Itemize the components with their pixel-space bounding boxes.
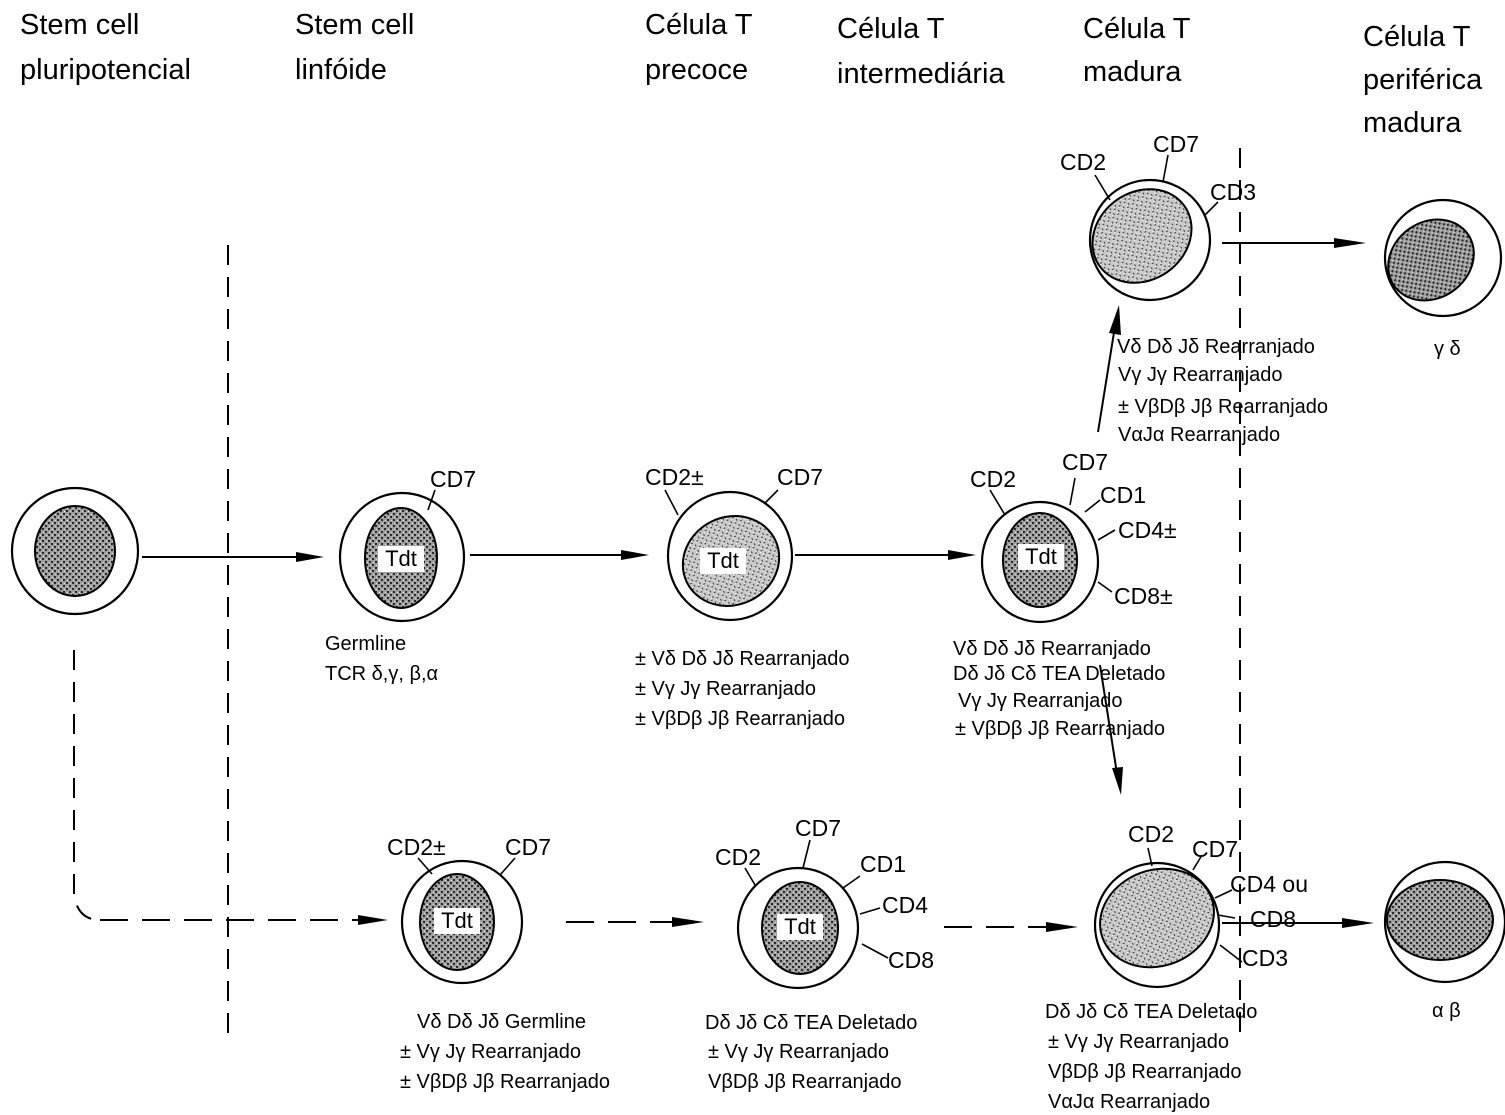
leader-cd7 bbox=[500, 858, 515, 875]
arrowhead bbox=[1112, 767, 1123, 795]
arrowhead bbox=[1342, 918, 1374, 928]
marker-cd8: CD8 bbox=[1250, 906, 1296, 932]
marker-cd7: CD7 bbox=[430, 466, 476, 492]
leader-cd4 bbox=[860, 908, 880, 914]
marker-cd8: CD8± bbox=[1114, 583, 1173, 609]
cell-early-t: Tdt bbox=[668, 492, 794, 622]
header-intermediate-t-cell: Célula T intermediária bbox=[837, 13, 1005, 90]
gene-note-mature-gamma-delta: Vδ Dδ Jδ Rearranjado Vγ Jγ Rearranjado ±… bbox=[1117, 336, 1334, 446]
leader-cd7 bbox=[1070, 478, 1075, 505]
leader-cd7 bbox=[803, 840, 810, 868]
gene-note-early-top: ± Vδ Dδ Jδ Rearranjado ± Vγ Jγ Rearranja… bbox=[635, 648, 855, 730]
arrowhead bbox=[1334, 238, 1366, 248]
tdt-label: Tdt bbox=[1025, 544, 1057, 569]
header-stem-cell-lymphoid: Stem cell linfóide bbox=[295, 9, 422, 86]
marker-cd2: CD2 bbox=[715, 844, 761, 870]
leader-cd2 bbox=[418, 858, 432, 874]
tdt-label: Tdt bbox=[784, 914, 816, 939]
label-gamma-delta: γ δ bbox=[1434, 338, 1461, 360]
marker-cd2: CD2 bbox=[1128, 821, 1174, 847]
cell-lower-early: Tdt bbox=[738, 868, 858, 988]
cell-intermediate-t: Tdt bbox=[982, 502, 1098, 622]
cell-nucleus bbox=[35, 506, 115, 596]
marker-cd7: CD7 bbox=[777, 464, 823, 490]
arrowhead bbox=[672, 917, 704, 927]
gene-note-mature-alpha-beta: Dδ Jδ Cδ TEA Deletado ± Vγ Jγ Rearranjad… bbox=[1045, 1001, 1263, 1113]
leader-cd8 bbox=[1218, 915, 1235, 918]
cell-nucleus bbox=[1387, 880, 1493, 960]
arrowhead bbox=[621, 550, 649, 560]
marker-cd4: CD4 bbox=[882, 892, 928, 918]
cell-lower-lymphoid: Tdt bbox=[402, 861, 522, 983]
dashed-branch-from-pluripotent bbox=[74, 650, 100, 920]
gene-note-lower-early: Dδ Jδ Cδ TEA Deletado ± Vγ Jγ Rearranjad… bbox=[705, 1012, 923, 1093]
marker-cd7: CD7 bbox=[1153, 131, 1199, 157]
markers-lymphoid-top: CD7 bbox=[430, 466, 476, 492]
marker-cd7: CD7 bbox=[795, 815, 841, 841]
leader-cd1 bbox=[1085, 500, 1100, 512]
header-mature-t-cell: Célula T madura bbox=[1083, 13, 1198, 88]
marker-cd2: CD2± bbox=[387, 834, 446, 860]
marker-cd1: CD1 bbox=[860, 851, 906, 877]
gene-note-lymphoid-top: Germline TCR δ,γ, β,α bbox=[325, 633, 438, 685]
header-stem-cell-pluripotent: Stem cell pluripotencial bbox=[20, 9, 191, 86]
header-peripheral-mature-t-cell: Célula T periférica madura bbox=[1363, 21, 1490, 139]
column-headers: Stem cell pluripotencial Stem cell linfó… bbox=[20, 9, 1490, 139]
arrowhead bbox=[296, 552, 324, 562]
leader-cd8 bbox=[862, 944, 888, 958]
leader-cd4 bbox=[1098, 530, 1115, 540]
cell-pluripotent-stem bbox=[12, 488, 138, 614]
cell-mature-gamma-delta bbox=[1074, 170, 1210, 302]
marker-cd1: CD1 bbox=[1100, 482, 1146, 508]
arrowhead bbox=[948, 550, 976, 560]
gene-note-intermediate: Vδ Dδ Jδ Rearranjado Dδ Jδ Cδ TEA Deleta… bbox=[953, 638, 1171, 740]
marker-cd3: CD3 bbox=[1242, 945, 1288, 971]
tdt-label: Tdt bbox=[441, 908, 473, 933]
leader-cd8 bbox=[1098, 582, 1112, 592]
marker-cd2: CD2 bbox=[1060, 149, 1106, 175]
header-early-t-cell: Célula T precoce bbox=[645, 9, 760, 86]
marker-cd7: CD7 bbox=[505, 834, 551, 860]
tdt-label: Tdt bbox=[707, 548, 739, 573]
marker-cd3: CD3 bbox=[1210, 179, 1256, 205]
leader-cd2 bbox=[665, 490, 678, 515]
cell-lymphoid-stem: Tdt bbox=[340, 493, 464, 621]
leader-cd2 bbox=[745, 868, 755, 885]
arrowhead bbox=[358, 915, 388, 925]
cell-peripheral-gamma-delta bbox=[1372, 200, 1501, 317]
marker-cd4: CD4± bbox=[1118, 517, 1177, 543]
leader-cd2 bbox=[990, 490, 1005, 515]
marker-cd7: CD7 bbox=[1192, 836, 1238, 862]
leader-cd2 bbox=[1095, 175, 1110, 200]
gene-note-lower-lymphoid: Vδ Dδ Jδ Germline ± Vγ Jγ Rearranjado ± … bbox=[400, 1011, 610, 1093]
arrow-intermediate-to-gamma-delta bbox=[1098, 320, 1116, 432]
leader-cd7 bbox=[1163, 155, 1168, 182]
marker-cd4-ou: CD4 ou bbox=[1230, 871, 1308, 897]
marker-cd8: CD8 bbox=[888, 947, 934, 973]
markers-lower-lymphoid: CD2± CD7 bbox=[387, 834, 551, 860]
label-alpha-beta: α β bbox=[1432, 1000, 1461, 1022]
lower-pathway-arrows bbox=[74, 650, 1078, 932]
arrowhead bbox=[1046, 922, 1078, 932]
cell-mature-alpha-beta bbox=[1086, 853, 1228, 987]
marker-cd7: CD7 bbox=[1062, 449, 1108, 475]
markers-early-top: CD2± CD7 bbox=[645, 464, 823, 490]
arrowhead bbox=[1109, 305, 1121, 335]
leader-cd1 bbox=[843, 876, 860, 888]
leader-cd7 bbox=[765, 490, 778, 503]
leader-cd3 bbox=[1220, 945, 1242, 962]
marker-cd2: CD2 bbox=[970, 466, 1016, 492]
tdt-label: Tdt bbox=[385, 546, 417, 571]
marker-cd2: CD2± bbox=[645, 464, 704, 490]
cell-peripheral-alpha-beta bbox=[1385, 862, 1505, 982]
